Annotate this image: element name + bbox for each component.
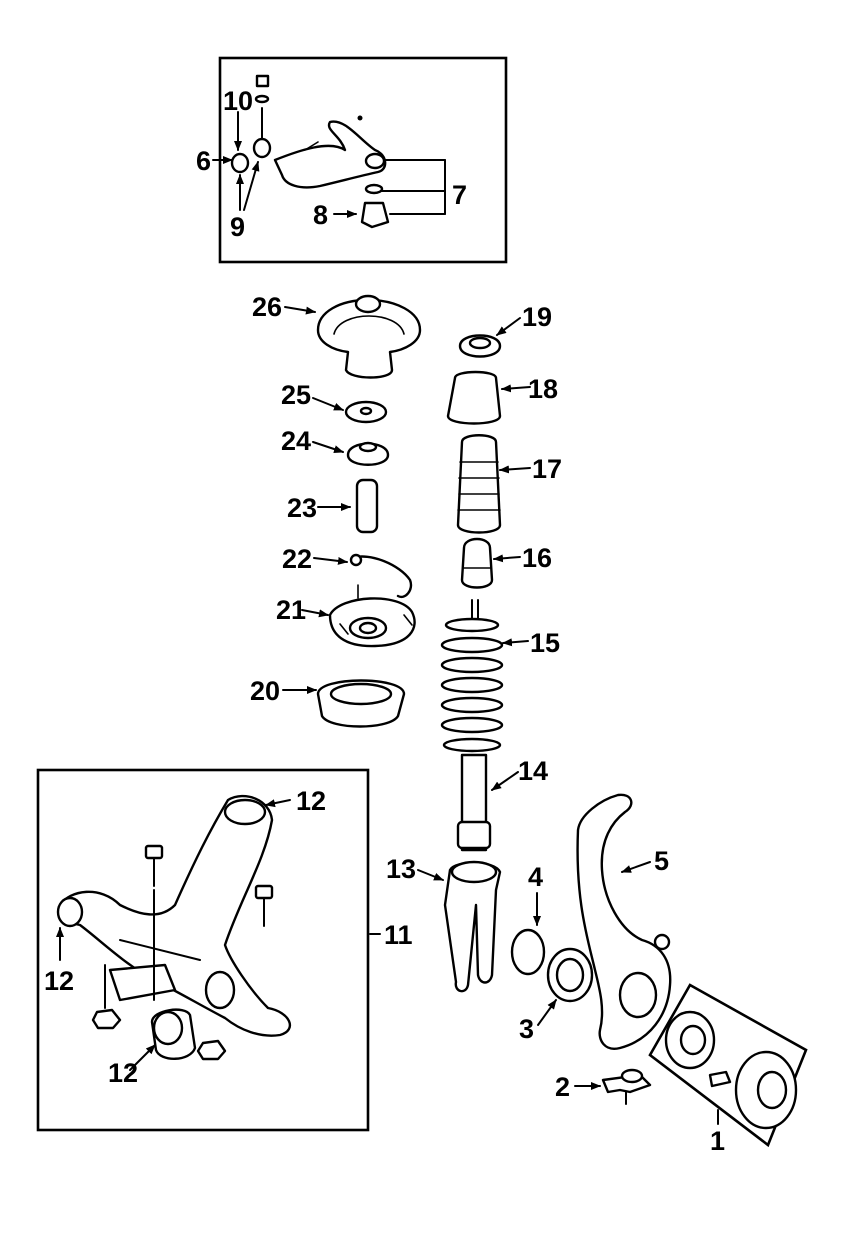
part-23-sleeve [355,478,379,534]
callout-19: 19 [522,302,552,332]
callout-23: 23 [287,493,317,523]
callout-2: 2 [555,1072,570,1102]
callout-22: 22 [282,544,312,574]
callout-24: 24 [281,426,311,456]
part-26-strut-mount [316,294,422,379]
callout-5: 5 [654,846,669,876]
lower-arm-bolt-1 [144,844,164,887]
callout-13: 13 [386,854,416,884]
part-10-hardware [252,74,272,159]
callout-21: 21 [276,595,306,625]
callout-17: 17 [532,454,562,484]
part-22-clip [349,553,413,599]
part-3-bearing [546,947,594,1003]
part-17-bellows [456,434,502,534]
lower-arm-nut-1 [91,1008,122,1030]
part-14-shock-absorber [456,753,492,852]
callout-20: 20 [250,676,280,706]
part-2-ball-joint [601,1068,652,1105]
part-8-bushing [360,201,390,229]
callout-7: 7 [452,180,467,210]
callout-15: 15 [530,628,560,658]
callout-9: 9 [230,212,245,242]
part-24-bumper [346,441,390,466]
part-1-hub-inset [648,983,808,1148]
callout-12-top: 12 [296,786,326,816]
part-9-nut [230,152,250,174]
callout-4: 4 [528,862,543,892]
callout-18: 18 [528,374,558,404]
callout-6: 6 [196,146,211,176]
upper-control-arm [273,120,387,189]
lower-arm-inset-frame [36,768,370,1132]
callout-3: 3 [519,1014,534,1044]
lower-control-arm [58,794,292,1037]
part-18-dust-cover [446,370,502,425]
lower-arm-inset [36,768,370,1132]
lower-arm-nut-2 [196,1039,227,1061]
callout-12-bottom: 12 [108,1058,138,1088]
part-4-snap-ring [510,928,546,976]
part-5-knuckle [576,793,672,1050]
upper-arm-inset [212,56,508,264]
part-25-washer [344,400,388,424]
part-21-spring-seat [328,584,416,648]
part-15-coil-spring [440,599,504,753]
callout-26: 26 [252,292,282,322]
callout-16: 16 [522,543,552,573]
part-16-bump-stop [460,537,494,589]
part-20-insulator [316,679,406,728]
callout-1: 1 [710,1126,725,1156]
part-7-washer [364,183,384,195]
part-13-strut-lower [443,860,502,993]
callout-11: 11 [384,920,413,950]
part-12-bushing [150,1008,197,1060]
part-19-cap [458,334,502,358]
callout-12-left: 12 [44,966,74,996]
callout-14: 14 [518,756,548,786]
callout-25: 25 [281,380,311,410]
lower-arm-bolt-2 [254,884,274,927]
callout-10: 10 [223,86,253,116]
callout-8: 8 [313,200,328,230]
